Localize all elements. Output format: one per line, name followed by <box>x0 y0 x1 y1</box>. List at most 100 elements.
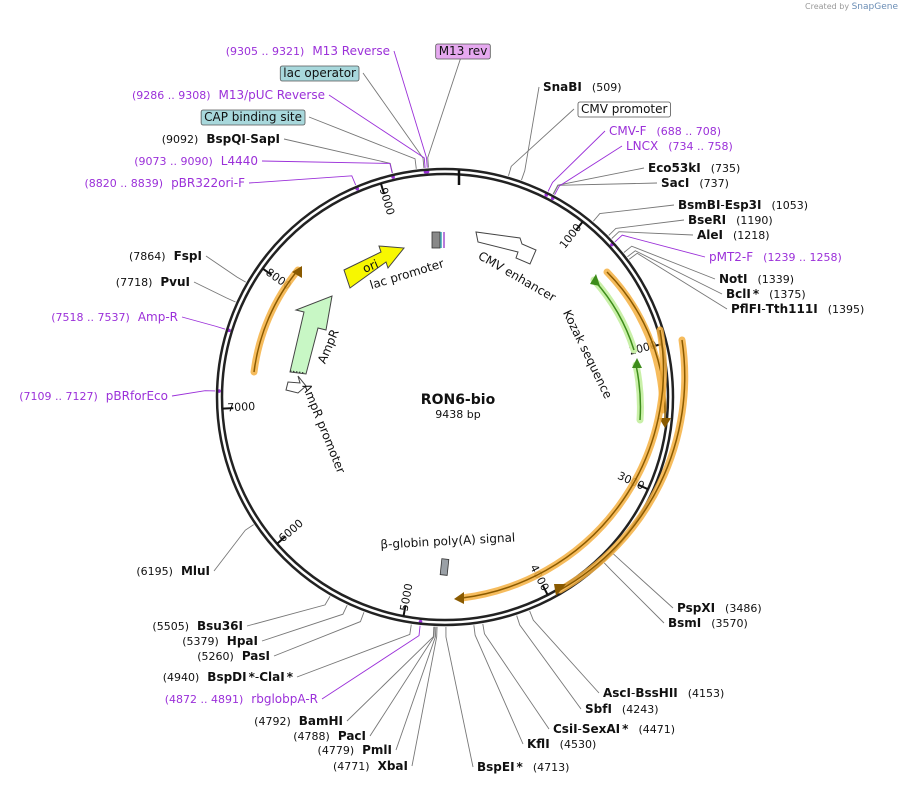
enzyme-label-15: (5260)PasI <box>197 649 270 663</box>
label-pos: (1339) <box>758 273 795 286</box>
label-name: HpaI <box>227 634 258 648</box>
ampr-promoter-arrow <box>285 375 307 394</box>
label-dash: - <box>761 302 765 316</box>
label-name: pBRforEco <box>106 389 168 403</box>
leader-4 <box>308 116 417 169</box>
label-pos: (1190) <box>736 214 773 227</box>
beta-globin-polya-box <box>439 558 450 576</box>
label-pos: (7864) <box>129 250 166 263</box>
label-name: Amp-R <box>138 310 178 324</box>
leader-32 <box>614 234 706 258</box>
plasmid-name: RON6-bio <box>421 392 496 408</box>
primer-label-0: (9305 .. 9321) M13 Reverse <box>226 44 390 58</box>
leader-1 <box>427 50 464 168</box>
feature-box-label-1: M13 rev <box>435 43 491 60</box>
label-star2: * <box>287 670 294 684</box>
label-pos: (1395) <box>828 303 865 316</box>
leader-34 <box>608 219 685 236</box>
label-pos: (688 .. 708) <box>656 125 721 138</box>
leader-0 <box>393 50 428 168</box>
credit-prefix: Created by <box>805 2 850 11</box>
label-star: * <box>249 670 256 684</box>
label-pos: (9073 .. 9090) <box>134 155 213 168</box>
primer-label-7: (8820 .. 8839) pBR322ori-F <box>85 176 246 190</box>
label-name: PacI <box>338 729 366 743</box>
label-pos: (9305 .. 9321) <box>226 45 305 58</box>
ori-arrow <box>343 245 405 289</box>
label-name: M13 Reverse <box>312 44 390 58</box>
feature-label-kozak: Kozak sequence <box>560 308 615 401</box>
label-name: PvuI <box>160 275 190 289</box>
label-name: BspEI <box>477 760 515 774</box>
label-pos: (8820 .. 8839) <box>85 177 164 190</box>
label-pos: (509) <box>592 81 622 94</box>
tick-mark-1000 <box>575 221 584 231</box>
leader-19 <box>369 626 435 737</box>
enzyme-label-31: NotI (1339) <box>719 272 794 286</box>
enzyme-label-35: BsmBI - Esp3I(1053) <box>678 198 808 212</box>
leader-17 <box>321 625 421 700</box>
label-name: BseRI <box>688 213 726 227</box>
label-name: NotI <box>719 272 748 286</box>
orf-arrowhead-main <box>454 592 464 604</box>
label-dash: - <box>578 722 582 736</box>
primer-label-10: (7518 .. 7537)Amp-R <box>51 310 178 324</box>
label-name: FspI <box>174 249 202 263</box>
label-dash: - <box>720 198 724 212</box>
leader-37 <box>552 167 645 195</box>
primer-label-3: (9286 .. 9308)M13/pUC Reverse <box>132 88 325 102</box>
box-label-background <box>577 101 671 118</box>
label-name: L4440 <box>221 154 258 168</box>
leader-12 <box>213 524 254 572</box>
label-pos: (7718) <box>116 276 153 289</box>
backbone-outer-circle <box>215 167 675 627</box>
enzyme-label-23: KflI(4530) <box>527 737 596 751</box>
lac-promoter-box <box>431 231 441 249</box>
tick-mark-4000 <box>541 584 549 596</box>
label-pos: (4713) <box>533 761 570 774</box>
label-pos: (9092) <box>162 133 199 146</box>
leader-7 <box>248 175 357 186</box>
orf-arrowhead-left <box>292 266 302 278</box>
leader-2 <box>362 72 425 169</box>
leader-11 <box>171 390 216 397</box>
leader-35 <box>593 204 675 222</box>
leader-23 <box>473 625 524 745</box>
tick-label-9000: 9000 <box>377 186 398 217</box>
enzyme-label-30: BclI*(1375) <box>726 287 806 301</box>
feature-label-ori: ori <box>361 257 381 276</box>
leader-38 <box>554 145 623 196</box>
primer-label-32: pMT2-F(1239 .. 1258) <box>709 250 842 264</box>
primer-label-11: (7109 .. 7127)pBRforEco <box>19 389 168 403</box>
enzyme-label-8: (7864) FspI <box>129 249 202 263</box>
leader-33 <box>611 231 694 239</box>
green-arrowhead-lower <box>632 358 642 368</box>
leader-39 <box>547 130 606 192</box>
label-pos: (737) <box>699 177 729 190</box>
label-name: pBR322ori-F <box>171 176 245 190</box>
leader-40 <box>508 108 575 177</box>
leader-5 <box>283 138 393 174</box>
label-name: AscI <box>603 686 631 700</box>
label-name: pMT2-F <box>709 250 753 264</box>
leader-13 <box>246 595 331 627</box>
label-pos: (5505) <box>152 620 189 633</box>
label-pos: (1375) <box>769 288 806 301</box>
feature-label-ampr: AmpR <box>315 327 342 365</box>
label-name: PflFI <box>731 302 761 316</box>
tick-label-5000: 5000 <box>398 582 416 612</box>
label-pos: (4471) <box>638 723 675 736</box>
label-pos: (5260) <box>197 650 234 663</box>
tick-mark-6000 <box>276 535 286 545</box>
label-name: LNCX <box>626 139 658 153</box>
label-dash: - <box>255 670 259 684</box>
enzyme-label-20: (4779)PmlI <box>318 743 392 757</box>
cmv-enhancer-arrow <box>475 231 537 265</box>
orf-arrow-left-line <box>253 269 299 373</box>
plasmid-size: 9438 bp <box>435 408 480 421</box>
label-name: BsmBI <box>678 198 720 212</box>
label-dash: - <box>631 686 635 700</box>
feature-box-label-40: CMV promoter <box>577 101 671 118</box>
tick-mark-5000 <box>402 605 407 617</box>
leader-lines <box>171 50 728 768</box>
